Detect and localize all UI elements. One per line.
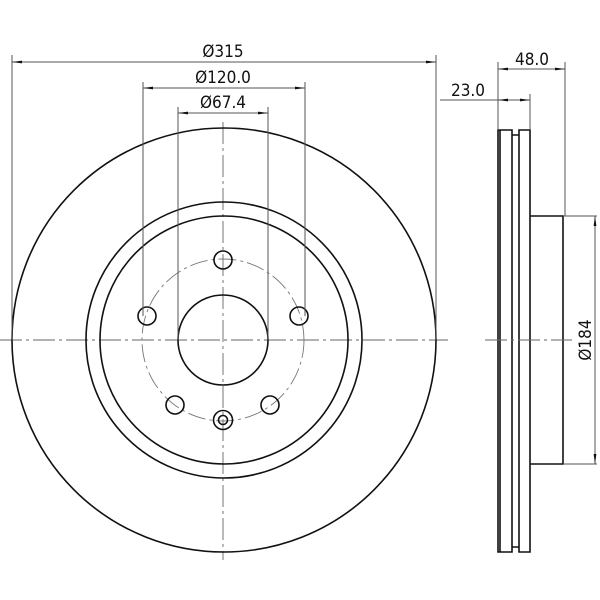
locating-hole-outer — [212, 409, 234, 431]
bolt-hole-bottom-left — [165, 395, 185, 415]
bolt-hole-left — [137, 306, 157, 326]
hat-diameter-label: Ø184 — [576, 319, 596, 360]
pcd-diameter-label: Ø120.0 — [195, 68, 251, 88]
bolt-hole-right — [289, 306, 309, 326]
side-view: 48.0 23.0 Ø184 — [440, 50, 597, 553]
vent-bridges — [512, 134, 519, 548]
hat-outer-ring — [85, 201, 363, 479]
hat-inner-ring — [99, 215, 349, 465]
locating-hole — [212, 409, 234, 431]
friction-plate-inner — [518, 129, 531, 553]
friction-plate-outer — [497, 129, 513, 553]
total-height-label: 48.0 — [515, 50, 549, 70]
bolt-hole-top — [213, 250, 233, 270]
outer-diameter-label: Ø315 — [202, 42, 243, 62]
thickness-label: 23.0 — [451, 81, 485, 101]
bolt-hole-bottom-right — [260, 395, 280, 415]
pcd-circle — [141, 258, 305, 422]
bolt-holes — [137, 250, 309, 415]
bore-diameter-label: Ø67.4 — [200, 93, 246, 113]
front-view: Ø315 Ø120.0 Ø67.4 — [0, 42, 448, 560]
locating-hole-inner — [217, 414, 229, 426]
